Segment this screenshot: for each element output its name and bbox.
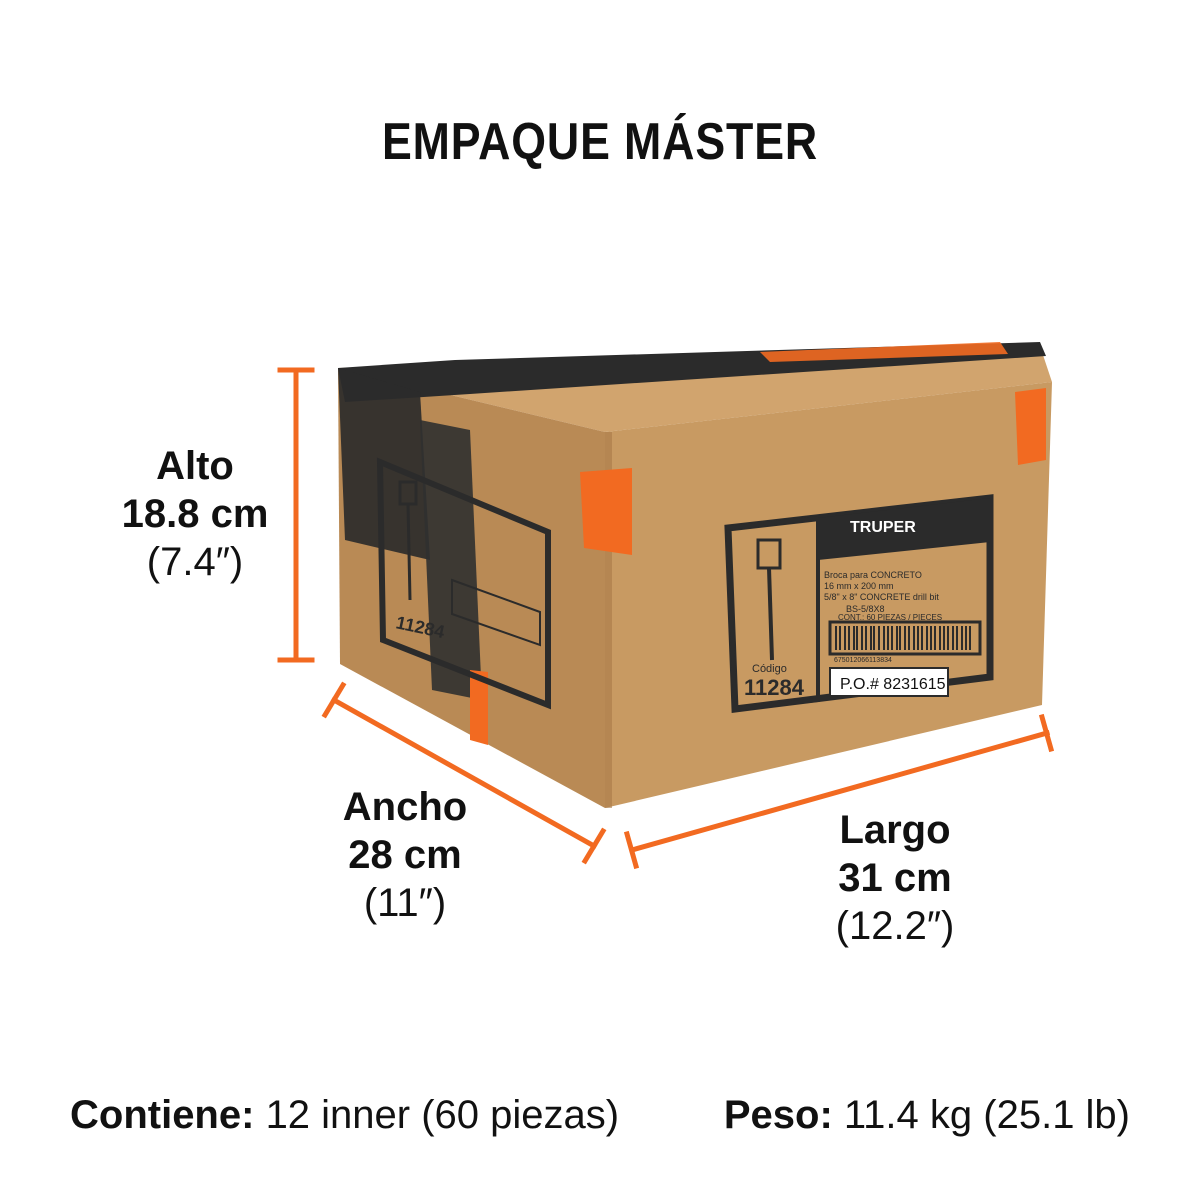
po-label: P.O.# 8231615 xyxy=(840,676,946,693)
tape-orange-right xyxy=(1015,388,1046,465)
dimension-lines xyxy=(277,367,1055,870)
tape-orange-bottom xyxy=(470,670,488,745)
tape-orange-left xyxy=(580,468,632,555)
largo-line xyxy=(628,729,1051,854)
height-dimension: Alto 18.8 cm (7.4″) xyxy=(100,442,290,586)
front-brand: TRUPER xyxy=(850,519,916,536)
front-clave: BS-5/8X8 xyxy=(846,604,885,614)
front-codigo-label: Código xyxy=(752,663,787,675)
length-dimension: Largo 31 cm (12.2″) xyxy=(800,806,990,950)
width-dimension: Ancho 28 cm (11″) xyxy=(310,783,500,927)
height-label: Alto xyxy=(156,444,234,488)
width-metric: 28 cm xyxy=(348,833,462,877)
length-label: Largo xyxy=(839,808,951,852)
contents-label: Contiene: xyxy=(70,1093,255,1137)
height-imperial: (7.4″) xyxy=(146,540,244,584)
width-imperial: (11″) xyxy=(363,881,447,925)
front-codigo: 11284 xyxy=(744,675,805,700)
front-size: 16 mm x 200 mm xyxy=(824,581,894,591)
front-product: Broca para CONCRETO xyxy=(824,570,922,580)
length-metric: 31 cm xyxy=(838,856,952,900)
front-content: CONT.: 60 PIEZAS / PIECES xyxy=(838,613,942,622)
box-front-face xyxy=(605,382,1052,808)
tape-orange-top xyxy=(760,342,1008,362)
ancho-line xyxy=(330,696,598,850)
height-metric: 18.8 cm xyxy=(121,492,269,536)
weight-info: Peso: 11.4 kg (25.1 lb) xyxy=(724,1093,1130,1138)
length-imperial: (12.2″) xyxy=(835,904,955,948)
front-label: P.O.# 8231615 TRUPER Broca para CONCRETO… xyxy=(724,494,994,713)
page-title: EMPAQUE MÁSTER xyxy=(381,113,819,171)
weight-value: 11.4 kg (25.1 lb) xyxy=(843,1093,1130,1137)
width-label: Ancho xyxy=(342,785,468,829)
front-product-en: 5/8" x 8" CONCRETE drill bit xyxy=(824,592,939,602)
contents-value: 12 inner (60 piezas) xyxy=(265,1093,620,1137)
contents-info: Contiene: 12 inner (60 piezas) xyxy=(70,1093,619,1138)
front-barcode xyxy=(828,620,982,656)
weight-label: Peso: xyxy=(723,1093,833,1137)
front-barcode-number: 675012066113834 xyxy=(834,657,892,664)
